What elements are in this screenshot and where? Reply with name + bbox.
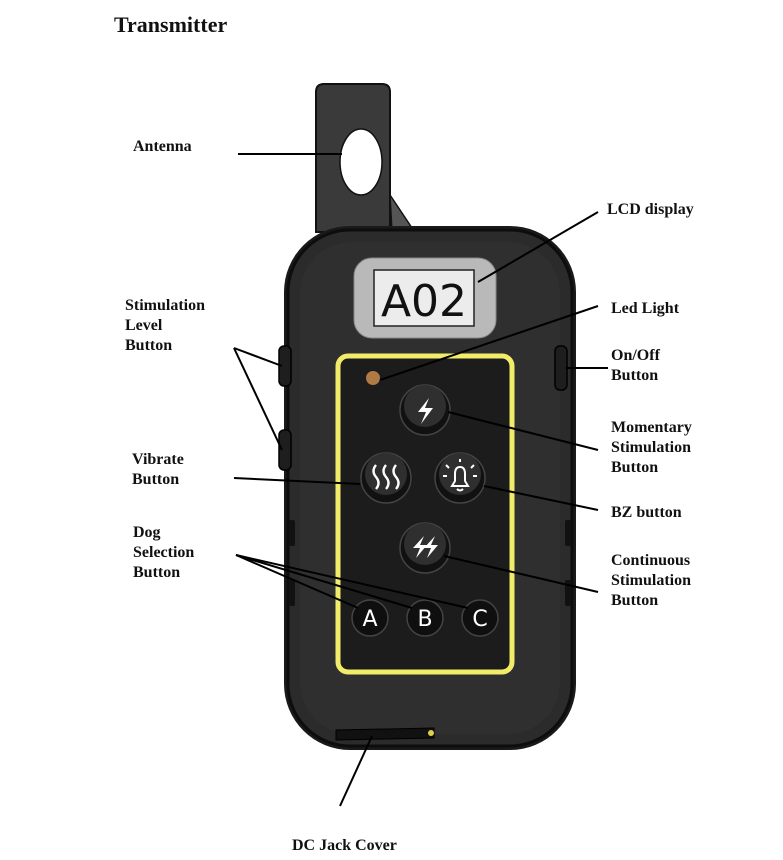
bz-button[interactable] <box>434 452 486 504</box>
momentary-stimulation-button[interactable] <box>399 384 451 436</box>
page-title: Transmitter <box>114 12 228 37</box>
vibrate-icon <box>372 464 400 490</box>
momentary-label: Momentary Stimulation Button <box>611 419 692 476</box>
dog-b-label: B <box>417 607 432 632</box>
double-lightning-icon <box>413 536 438 558</box>
led-light-label: Led Light <box>611 300 680 317</box>
leader-lines <box>233 153 608 807</box>
dog-a-label: A <box>362 607 377 632</box>
lcd-display-label: LCD display <box>607 201 694 218</box>
dog-b-button[interactable]: B <box>406 599 444 637</box>
button-panel <box>335 353 515 675</box>
bell-icon <box>443 459 477 492</box>
stim-level-up-button[interactable] <box>278 345 292 387</box>
continuous-stimulation-button[interactable] <box>399 522 451 574</box>
continuous-label: Continuous Stimulation Button <box>611 552 692 609</box>
dc-jack-label: DC Jack Cover <box>292 837 397 854</box>
led-light <box>366 371 380 385</box>
dog-c-label: C <box>472 607 487 632</box>
antenna <box>315 83 414 233</box>
dc-jack-cover[interactable] <box>335 727 435 741</box>
vibrate-label: Vibrate Button <box>132 451 184 488</box>
lcd-display: A02 <box>353 257 497 339</box>
on-off-label: On/Off Button <box>611 347 660 384</box>
dog-a-button[interactable]: A <box>351 599 389 637</box>
stim-level-down-button[interactable] <box>278 429 292 471</box>
lcd-text: A02 <box>381 276 467 327</box>
on-off-button[interactable] <box>554 345 568 391</box>
lightning-icon <box>418 398 433 424</box>
stim-level-label: Stimulation Level Button <box>125 297 206 354</box>
vibrate-button[interactable] <box>360 452 412 504</box>
bz-label: BZ button <box>611 504 682 521</box>
antenna-label: Antenna <box>133 138 192 155</box>
dog-c-button[interactable]: C <box>461 599 499 637</box>
antenna-hole <box>339 128 383 196</box>
dog-selection-label: Dog Selection Button <box>133 524 195 581</box>
